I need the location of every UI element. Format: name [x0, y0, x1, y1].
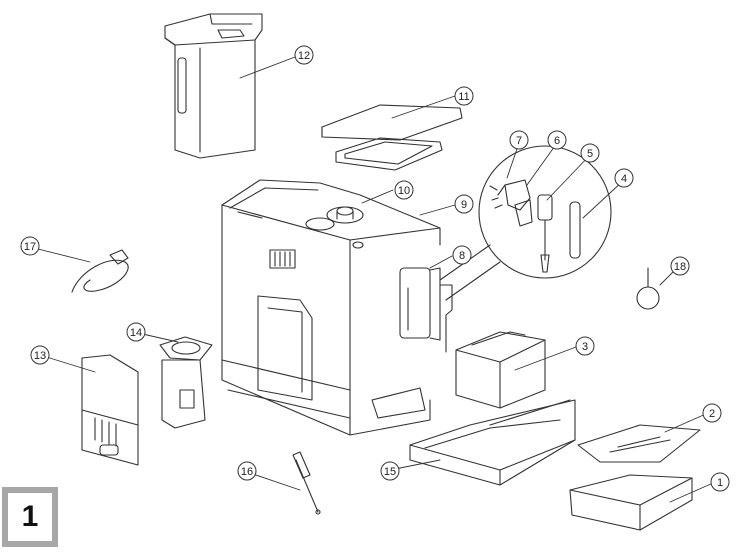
- callout-11-label: 11: [458, 91, 469, 103]
- bottom-tray-part: [569, 474, 693, 531]
- steam-tube-part: [537, 194, 553, 273]
- callout-17: 17: [20, 236, 40, 256]
- drip-tray-part: [409, 399, 576, 486]
- lid-part: [321, 104, 463, 171]
- callout-13-label: 13: [34, 350, 46, 362]
- detail-magnifier: [439, 145, 612, 301]
- callout-9-label: 9: [461, 199, 467, 211]
- callout-7: 7: [509, 130, 529, 150]
- callout-2: 2: [702, 403, 722, 423]
- steam-wand-housing-part: [399, 267, 453, 353]
- callout-6: 6: [547, 130, 567, 150]
- nozzle-part: [489, 179, 531, 211]
- callout-1: 1: [710, 472, 730, 492]
- callout-9: 9: [454, 194, 474, 214]
- callout-12-label: 12: [298, 50, 310, 62]
- callout-10-label: 10: [398, 185, 410, 197]
- callout-16: 16: [237, 461, 257, 481]
- callout-4: 4: [614, 168, 634, 188]
- connector-part: [514, 199, 533, 227]
- coffee-grounds-container-part: [455, 331, 546, 409]
- side-door-part: [81, 354, 139, 466]
- callout-13: 13: [30, 345, 50, 365]
- callouts: 12 11 10 9 8 7 6 5: [20, 45, 730, 492]
- water-tank-part: [164, 13, 263, 159]
- callout-1-label: 1: [717, 477, 723, 489]
- callout-18: 18: [670, 256, 690, 276]
- power-cord-part: [71, 249, 129, 293]
- filter-disc-part: [636, 267, 660, 310]
- callout-3-label: 3: [582, 341, 588, 353]
- callout-8-label: 8: [459, 250, 465, 262]
- callout-17-label: 17: [24, 241, 36, 253]
- grinder-knob-part: [305, 206, 364, 231]
- callout-15-label: 15: [384, 466, 396, 478]
- callout-8: 8: [452, 245, 472, 265]
- cleaning-brush-part: [292, 451, 321, 515]
- callout-15: 15: [380, 461, 400, 481]
- drip-grille-part: [577, 424, 701, 463]
- callout-2-label: 2: [709, 408, 715, 420]
- callout-18-label: 18: [674, 261, 686, 273]
- callout-11: 11: [454, 86, 474, 106]
- figure-number: 1: [8, 493, 52, 541]
- leader-lines: [29, 56, 714, 503]
- callout-14: 14: [126, 322, 146, 342]
- machine-body-part: [221, 179, 441, 436]
- callout-7-label: 7: [516, 135, 522, 147]
- callout-3: 3: [575, 336, 595, 356]
- rod-part: [569, 201, 581, 259]
- callout-10: 10: [394, 180, 414, 200]
- figure-number-badge: 1: [2, 487, 58, 547]
- brew-unit-part: [159, 336, 213, 429]
- callout-12: 12: [294, 45, 314, 65]
- callout-14-label: 14: [130, 327, 142, 339]
- callout-4-label: 4: [621, 173, 627, 185]
- callout-5: 5: [580, 143, 600, 163]
- callout-5-label: 5: [587, 148, 593, 160]
- callout-6-label: 6: [554, 135, 560, 147]
- callout-16-label: 16: [241, 466, 253, 478]
